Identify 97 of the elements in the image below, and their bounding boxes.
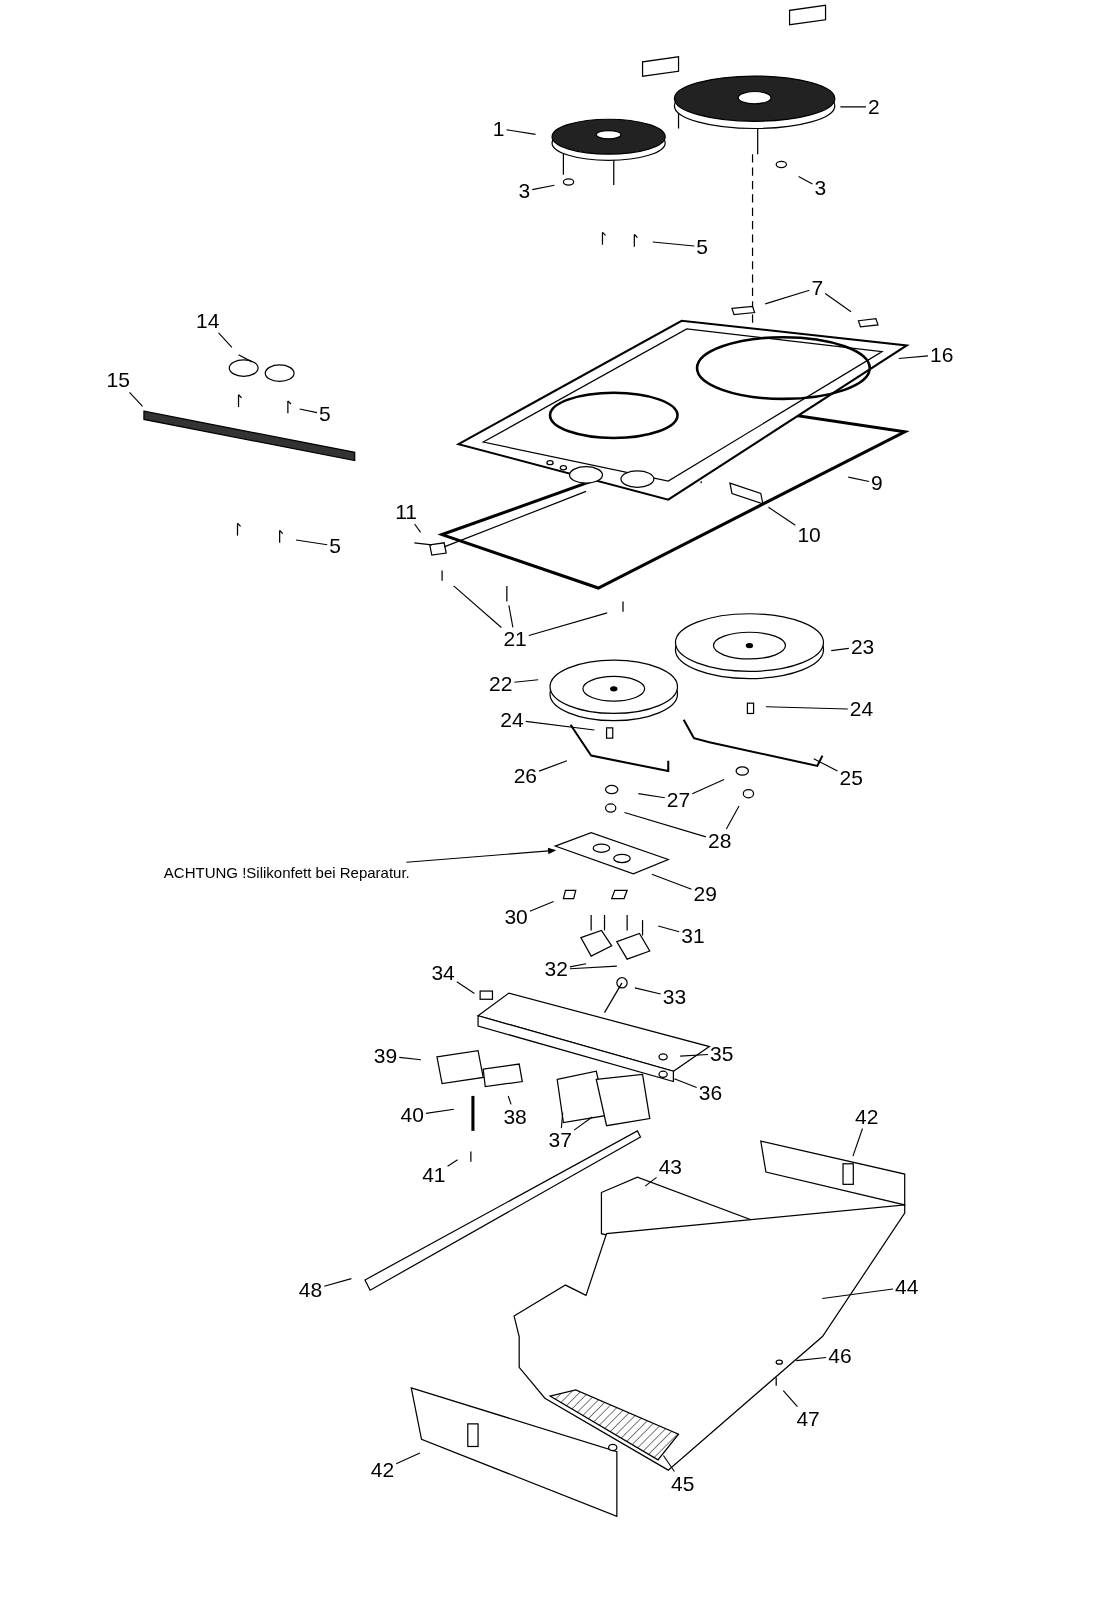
leader-line <box>813 758 839 772</box>
callout-number: 38 <box>503 1105 527 1128</box>
callout-number: 5 <box>329 534 341 557</box>
leader-line <box>414 523 422 533</box>
callout-number: 41 <box>422 1164 446 1187</box>
leader-line <box>852 1127 864 1157</box>
leader-line <box>824 292 852 313</box>
callout-number: 1 <box>492 117 505 140</box>
callout-number: 3 <box>814 177 827 200</box>
callout-number: 44 <box>895 1276 919 1299</box>
callout-number: 23 <box>850 635 875 658</box>
leader-line <box>679 1053 709 1057</box>
leader-line <box>528 612 608 637</box>
leader-line <box>634 987 662 995</box>
callout-number: 11 <box>395 501 417 523</box>
callout-number: 39 <box>373 1044 398 1067</box>
leader-line <box>795 1356 827 1362</box>
leader-line <box>725 805 740 830</box>
leader-line <box>508 604 514 628</box>
callout-number: 37 <box>548 1129 572 1152</box>
callout-number: 3 <box>518 180 531 203</box>
leader-line <box>456 981 475 994</box>
callout-number: 47 <box>796 1407 820 1430</box>
callout-number: 27 <box>666 788 691 811</box>
leader-line <box>447 1159 459 1167</box>
leader-line <box>782 1390 798 1408</box>
leader-line <box>651 873 693 890</box>
leader-line <box>569 965 618 970</box>
callout-number: 16 <box>930 343 954 366</box>
leader-line <box>637 793 666 799</box>
callout-number: 5 <box>696 235 708 258</box>
leader-line <box>398 1056 422 1061</box>
leader-line <box>673 1078 698 1088</box>
leader-line <box>323 1278 352 1287</box>
leader-line <box>507 1095 512 1105</box>
callout-number: 34 <box>431 961 455 984</box>
leader-line <box>525 720 595 731</box>
leader-line <box>657 925 680 933</box>
leader-line <box>830 647 850 652</box>
leader-line <box>573 1116 593 1131</box>
callout-number: 24 <box>849 698 874 721</box>
leader-line <box>691 778 725 795</box>
callout-number: 36 <box>698 1081 723 1104</box>
callout-number: 7 <box>811 276 824 299</box>
leader-line <box>299 408 318 414</box>
leader-line <box>898 355 929 360</box>
callout-number: 10 <box>797 523 821 546</box>
leader-line <box>623 811 707 838</box>
callout-number: 45 <box>670 1472 695 1495</box>
callout-number: 30 <box>504 906 528 929</box>
leader-line <box>839 106 867 108</box>
callout-number: 42 <box>855 1105 879 1128</box>
leader-line <box>798 175 814 185</box>
callout-number: 26 <box>513 765 537 788</box>
callout-number: 32 <box>544 958 568 981</box>
leader-line <box>513 679 539 683</box>
callout-number: 48 <box>298 1279 323 1302</box>
callout-number: 35 <box>710 1042 734 1065</box>
leader-line <box>395 1452 421 1465</box>
leader-line <box>505 129 537 135</box>
callout-number: 42 <box>370 1459 395 1482</box>
leader-line <box>569 963 587 968</box>
leader-line <box>295 539 328 546</box>
leader-line <box>538 760 568 772</box>
callout-number: 9 <box>871 472 883 495</box>
leader-line <box>847 476 870 483</box>
callout-number: 29 <box>693 883 717 906</box>
leader-line <box>425 1108 455 1114</box>
callout-number: 40 <box>400 1104 424 1127</box>
leader-line <box>662 1454 675 1473</box>
callout-number: 2 <box>868 95 880 118</box>
callout-number: 43 <box>658 1155 682 1178</box>
leader-line <box>765 706 849 710</box>
callout-number: 15 <box>106 369 130 392</box>
leader-line <box>453 585 502 629</box>
callout-number: 46 <box>828 1345 852 1368</box>
callout-number: 5 <box>319 403 331 426</box>
leader-line <box>560 1112 564 1129</box>
leader-line <box>218 332 233 348</box>
callout-number: 31 <box>681 924 705 947</box>
callout-number: 25 <box>839 767 863 790</box>
leader-line <box>128 391 144 407</box>
callout-number: 21 <box>503 628 527 651</box>
callout-number: 28 <box>708 829 732 852</box>
leader-line <box>767 506 796 526</box>
leader-line <box>644 1176 658 1187</box>
leader-line <box>531 184 555 191</box>
leader-line <box>764 289 810 305</box>
callout-number: 22 <box>489 672 513 695</box>
leader-arrow <box>405 847 556 863</box>
leader-line <box>821 1288 894 1299</box>
callout-number: 33 <box>662 986 687 1009</box>
note-text: ACHTUNG !Silikonfett bei Reparatur. <box>163 863 410 881</box>
leader-line <box>652 241 695 247</box>
callout-number: 24 <box>500 708 524 731</box>
leader-line <box>529 900 555 912</box>
callout-number: 14 <box>196 309 220 332</box>
